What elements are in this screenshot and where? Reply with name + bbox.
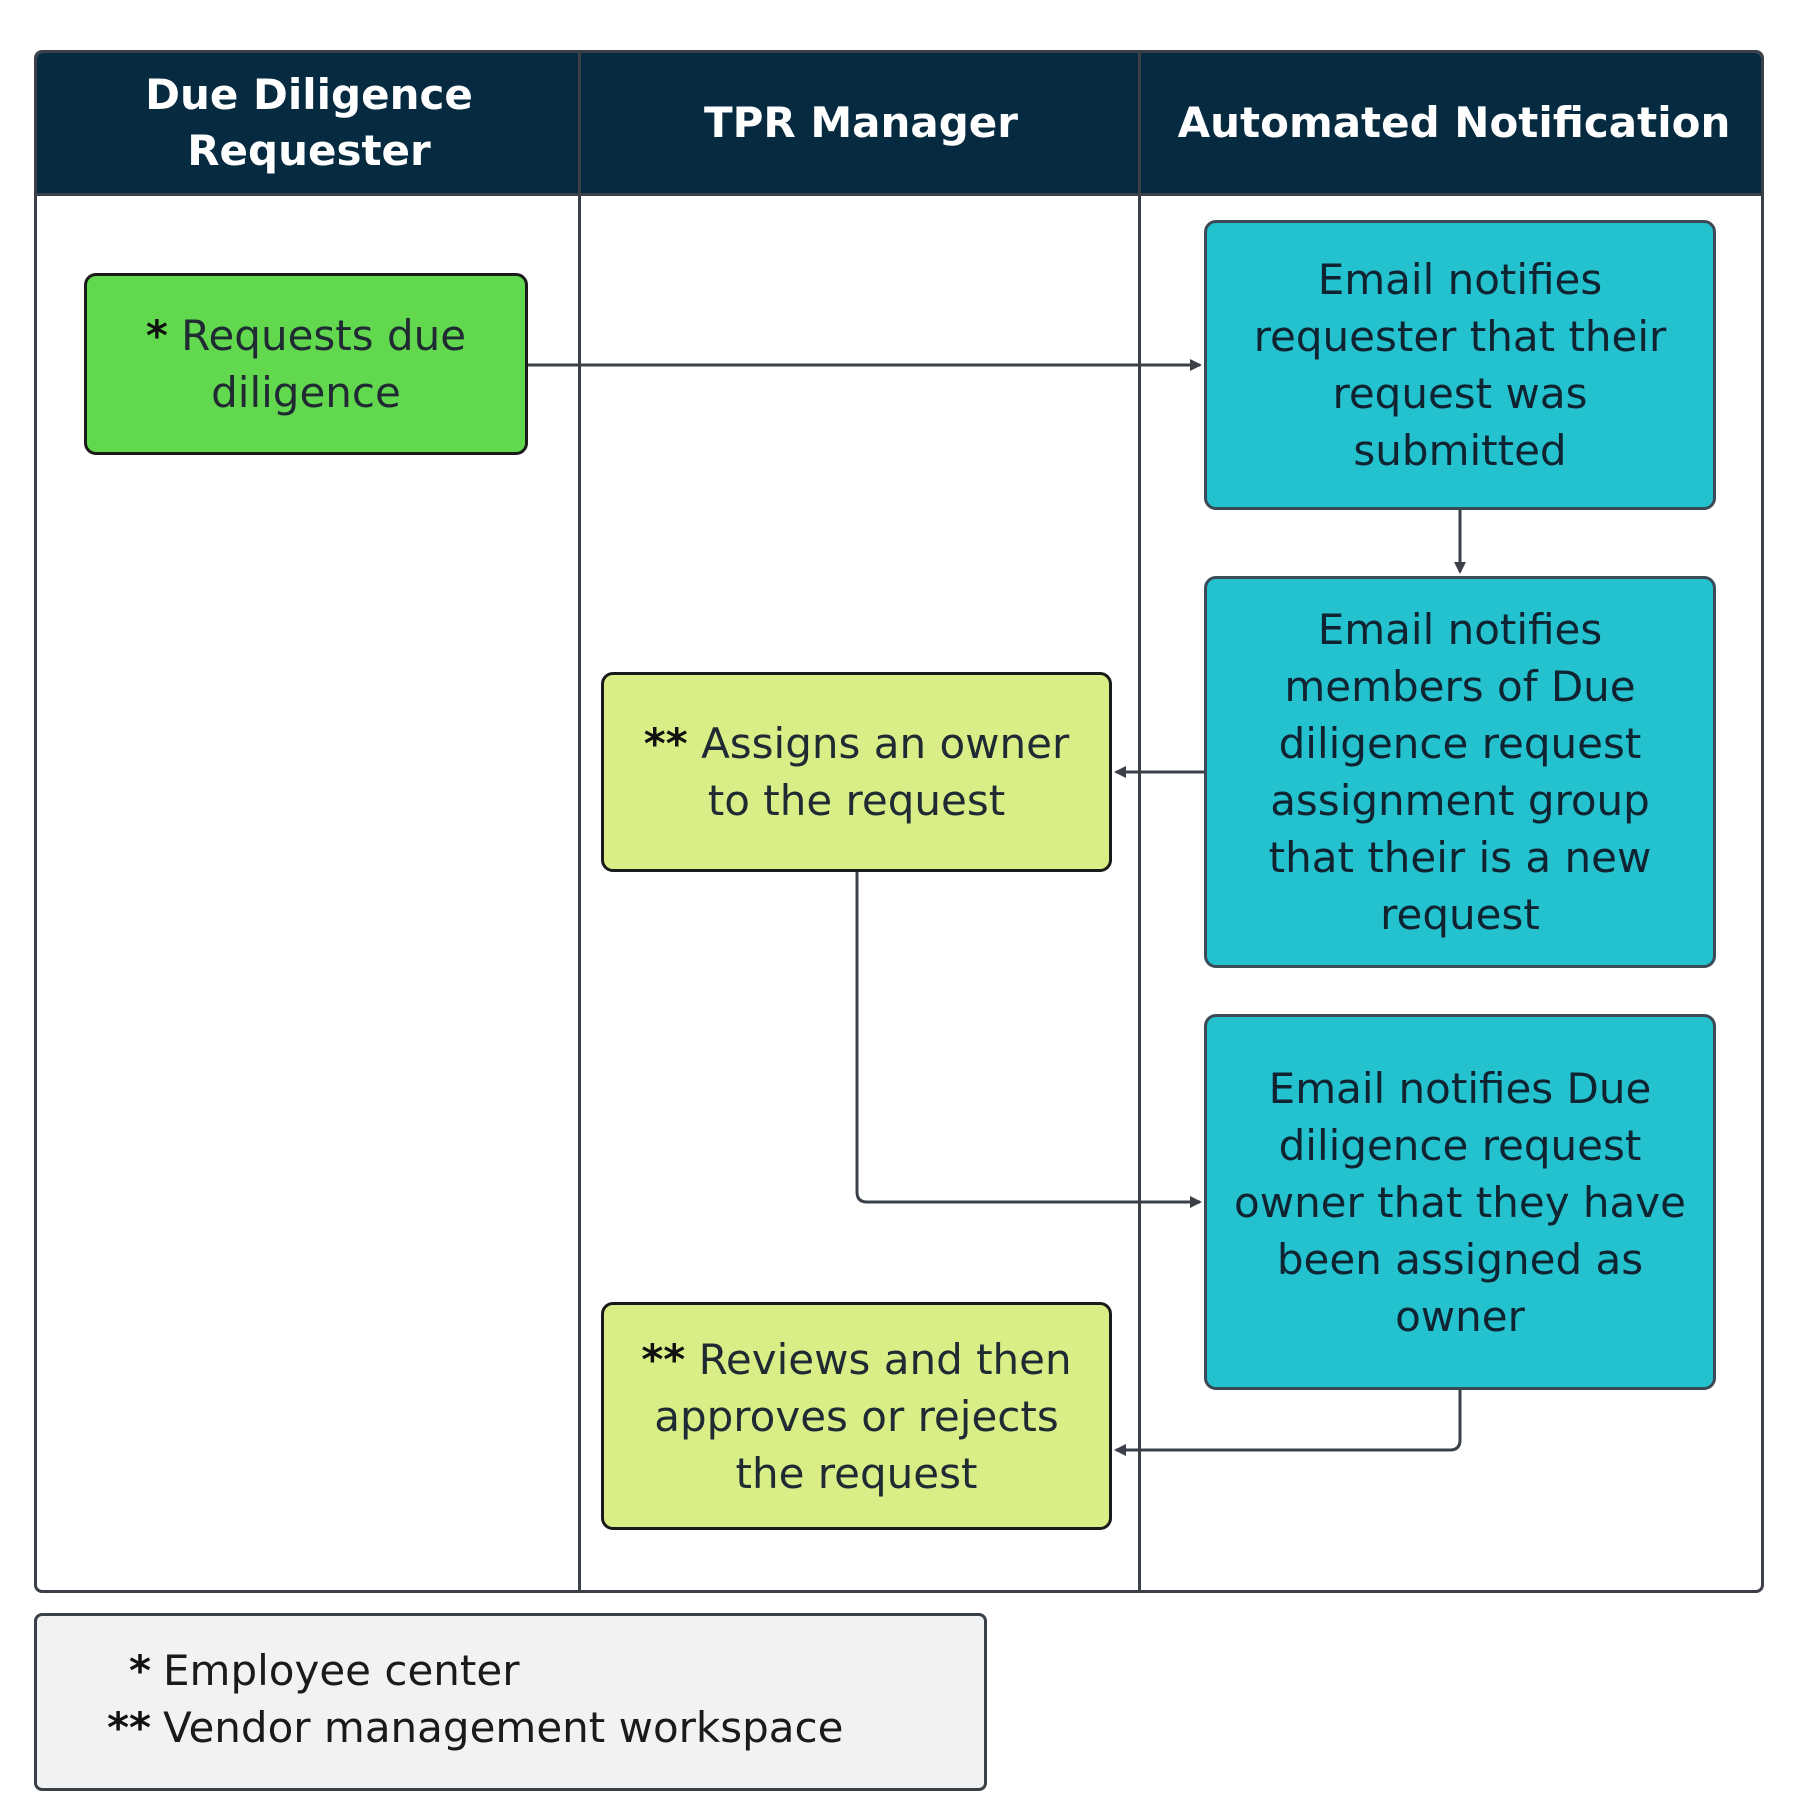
lane-header-tpr-manager: TPR Manager bbox=[581, 53, 1141, 193]
legend-label-employee-center: Employee center bbox=[163, 1646, 520, 1695]
node-assigns-owner-label: Assigns an owner to the request bbox=[701, 719, 1070, 825]
node-email-request-submitted-label: Email notifies requester that their requ… bbox=[1253, 255, 1667, 475]
lane-divider-1 bbox=[578, 53, 581, 1590]
legend-label-vendor-workspace: Vendor management workspace bbox=[163, 1703, 844, 1752]
node-reviews-approves-rejects[interactable]: ** Reviews and then approves or rejects … bbox=[601, 1302, 1112, 1530]
lane-header-automated-notification: Automated Notification bbox=[1141, 53, 1761, 193]
node-reviews-approves-rejects-label: Reviews and then approves or rejects the… bbox=[654, 1334, 1072, 1498]
lane-divider-2 bbox=[1138, 53, 1141, 1590]
vendor-workspace-marker: ** bbox=[643, 719, 688, 768]
lane-header-divider bbox=[37, 193, 1761, 196]
legend-row-employee-center: *Employee center bbox=[97, 1642, 984, 1699]
employee-center-marker: * bbox=[145, 311, 168, 360]
lane-header-requester: Due Diligence Requester bbox=[37, 53, 581, 193]
legend-row-vendor-workspace: **Vendor management workspace bbox=[97, 1699, 984, 1756]
legend: *Employee center **Vendor management wor… bbox=[34, 1613, 987, 1791]
node-email-request-submitted[interactable]: Email notifies requester that their requ… bbox=[1204, 220, 1716, 510]
node-email-owner-assigned-label: Email notifies Due diligence request own… bbox=[1234, 1063, 1686, 1341]
node-requests-due-diligence-label: Requests due diligence bbox=[181, 311, 467, 417]
node-assigns-owner[interactable]: ** Assigns an owner to the request bbox=[601, 672, 1112, 872]
vendor-workspace-marker: ** bbox=[641, 1334, 686, 1384]
node-email-assignment-group-label: Email notifies members of Due diligence … bbox=[1268, 605, 1652, 939]
legend-marker-single: * bbox=[129, 1646, 151, 1695]
legend-marker-double: ** bbox=[107, 1703, 151, 1752]
node-email-owner-assigned[interactable]: Email notifies Due diligence request own… bbox=[1204, 1014, 1716, 1390]
node-requests-due-diligence[interactable]: * Requests due diligence bbox=[84, 273, 528, 455]
node-email-assignment-group[interactable]: Email notifies members of Due diligence … bbox=[1204, 576, 1716, 968]
